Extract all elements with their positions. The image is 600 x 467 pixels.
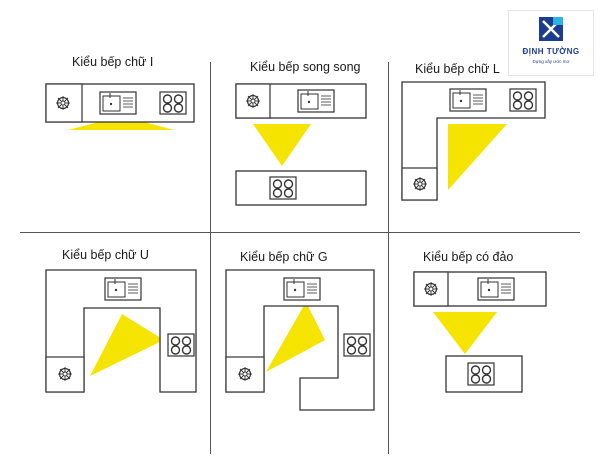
stove-icon	[467, 362, 495, 386]
stove-icon	[159, 91, 187, 115]
counter-bottom	[235, 170, 367, 206]
fridge-icon	[245, 93, 261, 109]
vertical-divider-left	[210, 62, 211, 454]
title-kitchen-i: Kiểu bếp chữ I	[72, 55, 154, 69]
sink-icon	[477, 277, 515, 301]
plan-kitchen-g	[225, 269, 375, 411]
sink-icon	[99, 91, 137, 115]
fridge-icon	[237, 366, 253, 382]
sink-icon	[449, 88, 487, 112]
stove-icon	[269, 176, 297, 200]
title-kitchen-island: Kiểu bếp có đảo	[423, 250, 514, 264]
work-triangle	[90, 314, 164, 376]
fridge-icon	[57, 366, 73, 382]
brand-tagline: Dựng xây ước mơ	[532, 59, 570, 64]
horizontal-divider	[20, 232, 580, 233]
work-triangle	[448, 124, 507, 190]
sink-icon	[104, 277, 142, 301]
stove-icon	[343, 333, 371, 357]
title-kitchen-parallel: Kiểu bếp song song	[250, 60, 361, 74]
work-triangle	[433, 312, 497, 354]
fridge-icon	[55, 95, 71, 111]
stove-icon	[509, 88, 537, 112]
work-triangle	[68, 116, 174, 130]
vertical-divider-right	[388, 62, 389, 454]
plan-kitchen-i	[45, 83, 195, 130]
title-kitchen-l: Kiểu bếp chữ L	[415, 62, 500, 76]
logo-mark-icon	[539, 17, 563, 41]
fridge-icon	[423, 281, 439, 297]
brand-name: ĐỊNH TƯỜNG	[522, 47, 580, 56]
sink-icon	[297, 89, 335, 113]
stove-icon	[167, 333, 195, 357]
fridge-icon	[412, 176, 428, 192]
work-triangle	[266, 302, 325, 372]
work-triangle	[253, 124, 311, 166]
plan-kitchen-parallel	[235, 83, 367, 206]
sink-icon	[283, 277, 321, 301]
plan-kitchen-island	[413, 271, 547, 393]
brand-logo: ĐỊNH TƯỜNG Dựng xây ước mơ	[508, 10, 594, 76]
title-kitchen-g: Kiểu bếp chữ G	[240, 250, 328, 264]
plan-kitchen-u	[45, 269, 197, 393]
plan-kitchen-l	[401, 81, 546, 201]
title-kitchen-u: Kiểu bếp chữ U	[62, 248, 149, 262]
